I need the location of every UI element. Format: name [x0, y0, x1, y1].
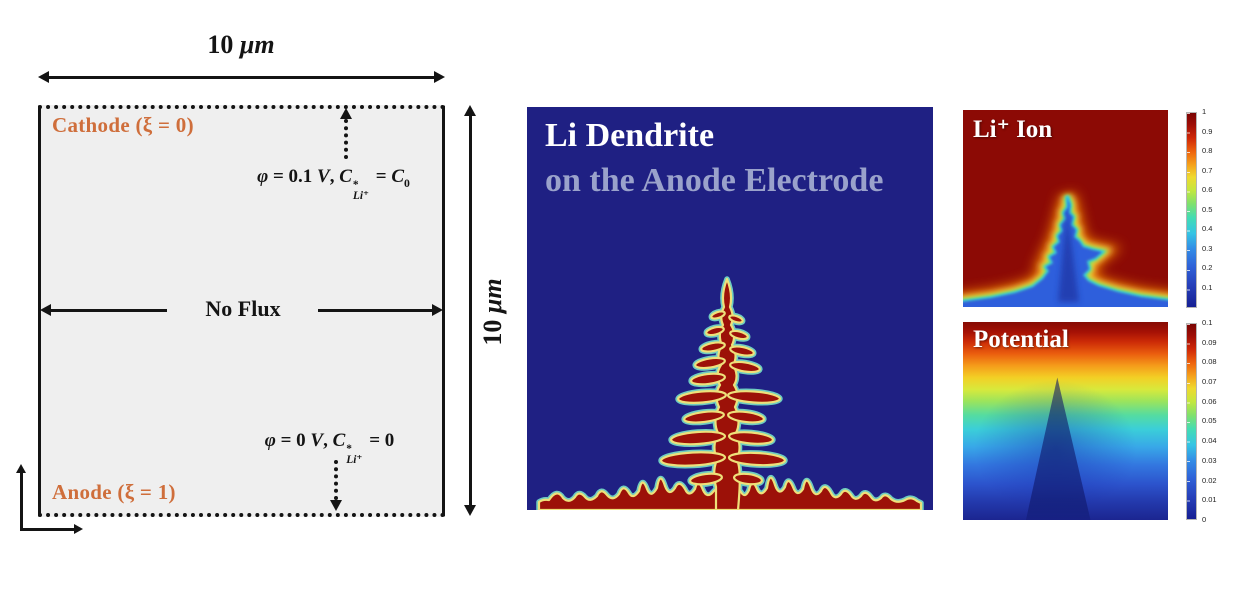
- potential-colorbar-ticks: [1187, 324, 1190, 519]
- li-ion-heatmap: [963, 110, 1168, 307]
- colorbar-tick-label: 0.08: [1202, 357, 1217, 367]
- potential-heatmap-panel: Potential: [963, 322, 1168, 520]
- arrow-right-head-icon: [434, 71, 445, 83]
- anode-label: Anode (ξ = 1): [52, 480, 176, 504]
- colorbar-tick-label: 0.6: [1202, 185, 1213, 195]
- li-ion-colorbar-labels: 1 0.9 0.8 0.7 0.6 0.5 0.4 0.3 0.2 0.1: [1202, 108, 1212, 292]
- colorbar-tick-label: 0.02: [1202, 475, 1217, 485]
- top-bc-equation: φ = 0.1 V, C*Li⁺ = C0: [257, 166, 410, 203]
- bottom-bc-equation: φ = 0 V, C*Li⁺ = 0: [264, 430, 395, 467]
- colorbar-tick-label: 0.06: [1202, 396, 1217, 406]
- axis-y-head-icon: [16, 464, 26, 473]
- li-ion-colorbar: [1186, 112, 1197, 308]
- dendrite-simulation-panel: Li Dendrite on the Anode Electrode: [527, 107, 933, 510]
- bottom-bc-arrow-head-icon: [330, 500, 342, 511]
- arrow-left-head-icon: [38, 71, 49, 83]
- top-bc-arrow-head-icon: [340, 108, 352, 119]
- colorbar-tick-label: 0.09: [1202, 337, 1217, 347]
- li-ion-colorbar-ticks: [1187, 113, 1190, 307]
- li-ion-panel-title: Li⁺ Ion: [973, 116, 1053, 143]
- height-arrow-bottom-head-icon: [464, 505, 476, 516]
- colorbar-tick-label: 0.05: [1202, 416, 1217, 426]
- potential-colorbar-labels: 0.1 0.09 0.08 0.07 0.06 0.05 0.04 0.03 0.02 0.01 0: [1202, 319, 1217, 524]
- no-flux-right-head-icon: [432, 304, 443, 316]
- axis-y-icon: [20, 472, 23, 528]
- colorbar-tick-label: 0.2: [1202, 263, 1213, 273]
- colorbar-tick-label: 0.4: [1202, 224, 1213, 234]
- no-flux-arrow-right: [318, 309, 436, 312]
- colorbar-tick-label: 0.07: [1202, 377, 1217, 387]
- colorbar-tick-label: 0.04: [1202, 436, 1217, 446]
- potential-colorbar: [1186, 323, 1197, 520]
- colorbar-tick-label: 1: [1202, 107, 1207, 116]
- height-arrow-top-head-icon: [464, 105, 476, 116]
- no-flux-label: No Flux: [205, 296, 281, 321]
- colorbar-tick-label: 0.9: [1202, 126, 1213, 136]
- colorbar-tick-label: 0.01: [1202, 495, 1217, 505]
- colorbar-tick-label: 0.5: [1202, 204, 1213, 214]
- colorbar-tick-label: 0: [1202, 514, 1207, 524]
- no-flux-left-head-icon: [40, 304, 51, 316]
- width-dimension-label: 10 μm: [207, 30, 275, 59]
- top-bc-dotted-arrow: [344, 119, 348, 159]
- cathode-label: Cathode (ξ = 0): [52, 113, 194, 137]
- width-dimension-arrow: [48, 76, 435, 79]
- height-dimension-label: 10 μm: [478, 278, 507, 346]
- colorbar-tick-label: 0.1: [1202, 282, 1213, 292]
- potential-panel-title: Potential: [973, 326, 1069, 353]
- main-panel-subtitle: on the Anode Electrode: [545, 162, 884, 199]
- axis-x-icon: [20, 528, 76, 531]
- colorbar-tick-label: 0.03: [1202, 455, 1217, 465]
- axis-x-head-icon: [74, 524, 83, 534]
- colorbar-tick-label: 0.3: [1202, 243, 1213, 253]
- colorbar-tick-label: 0.1: [1202, 318, 1213, 327]
- no-flux-arrow-left: [46, 309, 167, 312]
- colorbar-tick-label: 0.8: [1202, 146, 1213, 156]
- colorbar-tick-label: 0.7: [1202, 165, 1213, 175]
- main-panel-title: Li Dendrite: [545, 117, 715, 154]
- bottom-bc-dotted-arrow: [334, 460, 338, 500]
- li-ion-heatmap-panel: Li⁺ Ion: [963, 110, 1168, 307]
- height-dimension-arrow: [469, 115, 472, 507]
